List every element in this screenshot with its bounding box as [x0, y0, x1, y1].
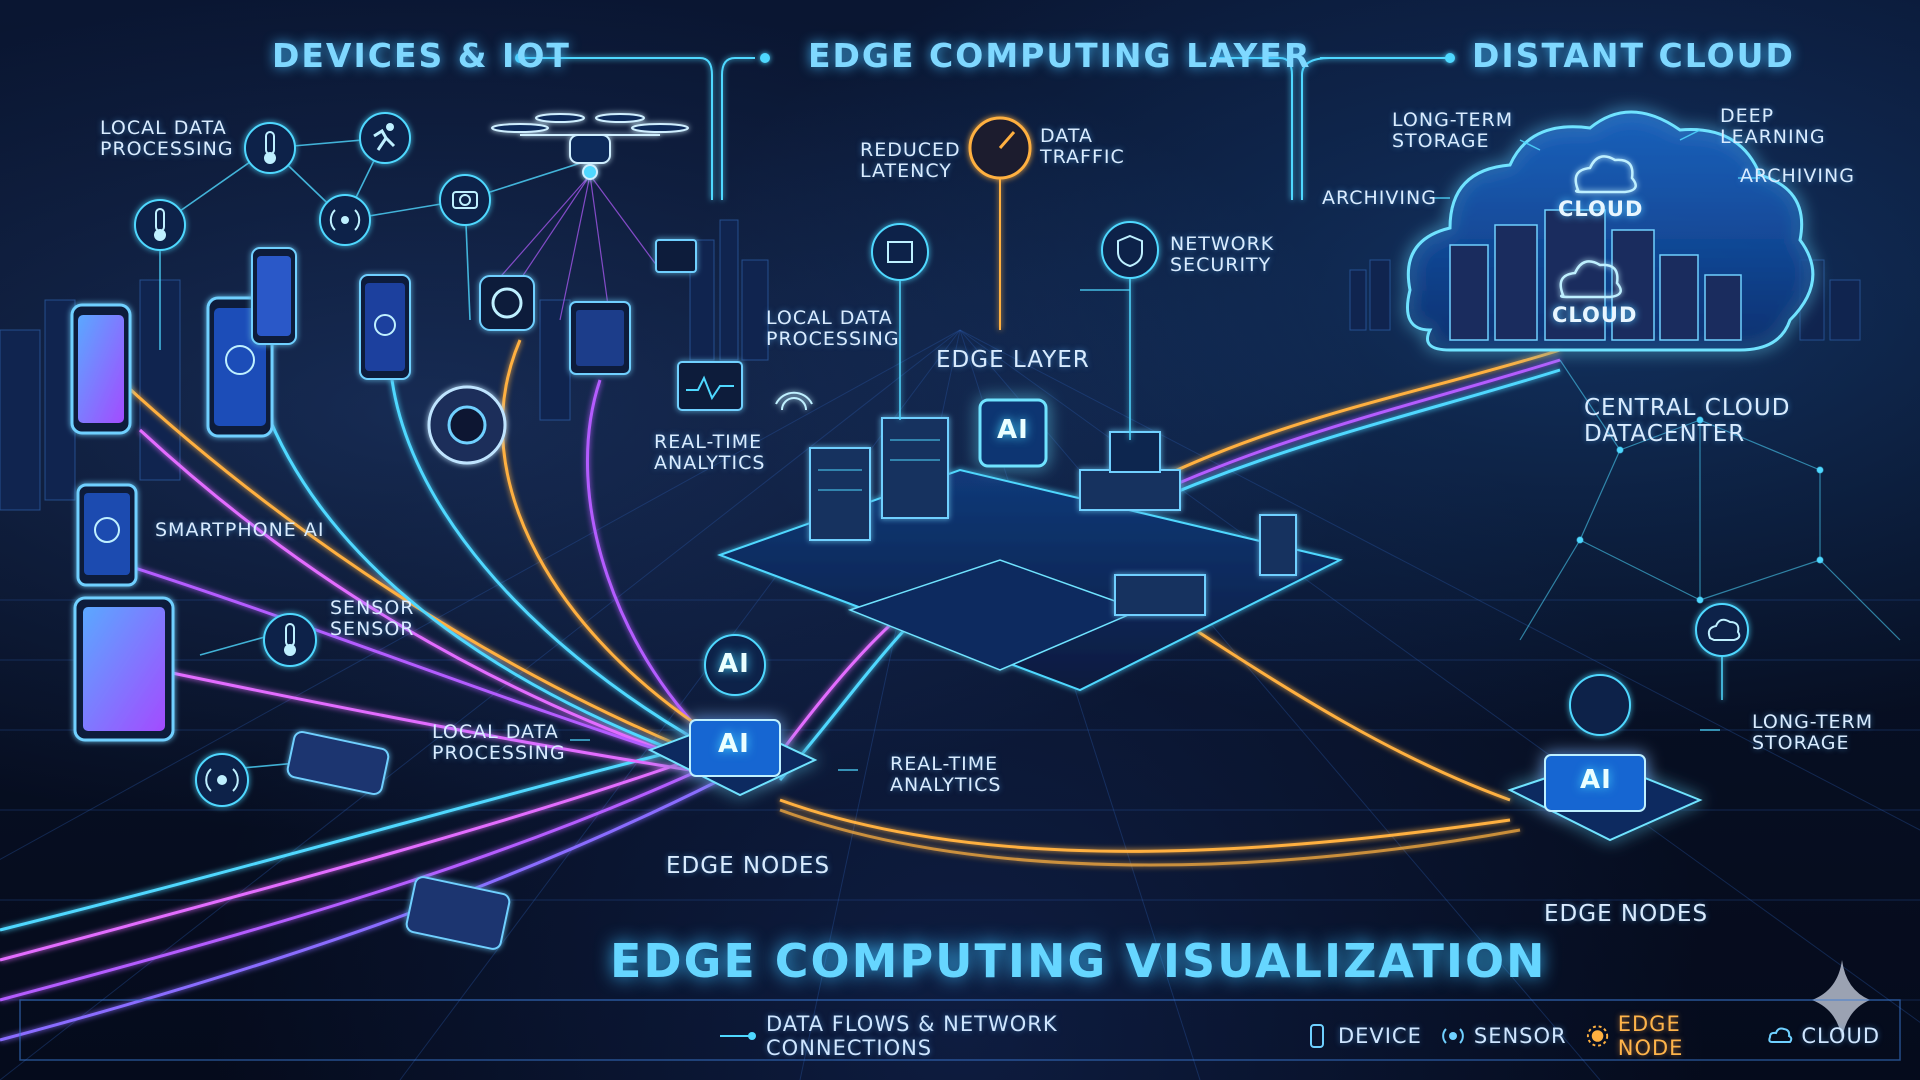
cloud-network-mesh — [1519, 359, 1901, 641]
ai-chip-icon — [1507, 754, 1703, 842]
smartphone-icon — [70, 303, 132, 435]
wifi-signal-icon — [195, 753, 249, 807]
label-edge-nodes: EDGE NODES — [666, 853, 831, 879]
cloud-icon — [1695, 603, 1749, 700]
label-edge-layer: EDGE LAYER — [936, 347, 1090, 373]
drone-icon — [491, 113, 689, 180]
thermometer-icon — [244, 122, 296, 174]
label-sensor: SENSOR SENSOR — [330, 597, 415, 641]
header-connectors — [515, 53, 1455, 200]
legend-cloud: CLOUD — [1767, 1023, 1880, 1049]
legend-flows-label: DATA FLOWS & NETWORK CONNECTIONS — [766, 1012, 1058, 1060]
ai-chip-label-center: AI — [997, 415, 1029, 445]
label-local-data-processing-2: LOCAL DATA PROCESSING — [432, 721, 566, 765]
label-edge-nodes-2: EDGE NODES — [1544, 901, 1709, 927]
label-data-traffic: DATA TRAFFIC — [1040, 125, 1125, 169]
thermometer-icon — [263, 613, 317, 667]
ai-chip-icon — [647, 718, 818, 797]
cloud-icon — [1559, 155, 1637, 299]
smartphone-icon — [1309, 1024, 1324, 1048]
label-real-time-analytics-2: REAL-TIME ANALYTICS — [890, 753, 1002, 797]
section-header-cloud: DISTANT CLOUD — [1472, 36, 1795, 75]
cloud-badge-bottom: CLOUD — [1552, 303, 1638, 327]
legend-flows: DATA FLOWS & NETWORK CONNECTIONS — [766, 1012, 1216, 1060]
wifi-signal-icon — [775, 391, 813, 411]
legend-device: DEVICE — [1304, 1023, 1422, 1049]
flow-legend-dot — [748, 1032, 756, 1040]
cloud-icon — [1768, 1027, 1793, 1043]
legend-frame — [19, 999, 1901, 1061]
server-rack-icon — [1449, 209, 1742, 341]
label-leader-lines — [570, 129, 1760, 771]
server-icon — [871, 223, 929, 420]
monitor-icon — [677, 361, 743, 411]
camera-icon — [427, 385, 507, 465]
tablet-icon — [73, 596, 175, 742]
monitor-icon — [655, 239, 697, 273]
edge-platform — [717, 468, 1343, 692]
gauge-icon — [968, 116, 1032, 330]
legend-sensor: SENSOR — [1440, 1023, 1567, 1049]
label-archiving-left: ARCHIVING — [1322, 187, 1437, 209]
tablet-icon — [569, 301, 631, 375]
page-title: EDGE COMPUTING VISUALIZATION — [610, 934, 1547, 988]
cloud-badge-top: CLOUD — [1558, 197, 1644, 221]
ai-chip-icon — [978, 398, 1048, 468]
label-reduced-latency: REDUCED LATENCY — [860, 139, 961, 183]
label-long-term-storage-2: LONG-TERM STORAGE — [1752, 711, 1874, 755]
camera-icon — [439, 174, 491, 226]
legend-cloud-label: CLOUD — [1801, 1024, 1880, 1048]
smartphone-icon — [251, 247, 297, 345]
legend-device-label: DEVICE — [1337, 1024, 1422, 1048]
camera-icon — [479, 275, 535, 331]
label-long-term-storage: LONG-TERM STORAGE — [1392, 109, 1514, 153]
ai-chip-label-left: AI — [718, 729, 750, 759]
sensor-icon — [1442, 1028, 1464, 1044]
wifi-signal-icon — [319, 194, 371, 246]
label-local-data-processing-edge: LOCAL DATA PROCESSING — [766, 307, 900, 351]
label-central-cloud-datacenter: CENTRAL CLOUD DATACENTER — [1584, 395, 1791, 447]
ai-chip-icon — [1569, 674, 1631, 736]
label-real-time-analytics: REAL-TIME ANALYTICS — [654, 431, 766, 475]
legend-sensor-label: SENSOR — [1473, 1024, 1567, 1048]
ai-chip-label-right: AI — [1580, 765, 1612, 795]
device-network-lines — [159, 137, 591, 771]
legend-edge-node: EDGE NODE — [1585, 1012, 1750, 1060]
label-deep-learning: DEEP LEARNING — [1720, 105, 1826, 149]
shield-icon — [1101, 221, 1159, 440]
label-local-data-processing: LOCAL DATA PROCESSING — [100, 117, 234, 161]
legend: DATA FLOWS & NETWORK CONNECTIONS DEVICE … — [692, 1012, 1880, 1060]
label-smartphone-ai: SMARTPHONE AI — [155, 519, 325, 541]
section-header-edge: EDGE COMPUTING LAYER — [808, 36, 1312, 75]
server-icon — [809, 417, 949, 541]
smartphone-icon — [76, 483, 138, 587]
edge-node-icon — [1586, 1025, 1608, 1047]
legend-edge-node-label: EDGE NODE — [1617, 1012, 1684, 1060]
section-header-devices: DEVICES & IoT — [272, 36, 571, 75]
smartphone-icon — [359, 274, 411, 380]
edge-box-icon — [1079, 431, 1297, 616]
ai-chip-icon — [704, 634, 766, 696]
runner-icon — [359, 112, 411, 164]
device-hub-icon — [405, 876, 511, 950]
thermometer-icon — [134, 199, 186, 251]
label-archiving-right: ARCHIVING — [1740, 165, 1855, 187]
device-hub-icon — [286, 731, 390, 795]
ai-circle-label-left: AI — [718, 649, 750, 679]
label-network-security: NETWORK SECURITY — [1170, 233, 1275, 277]
data-flow-streams — [0, 329, 722, 1042]
